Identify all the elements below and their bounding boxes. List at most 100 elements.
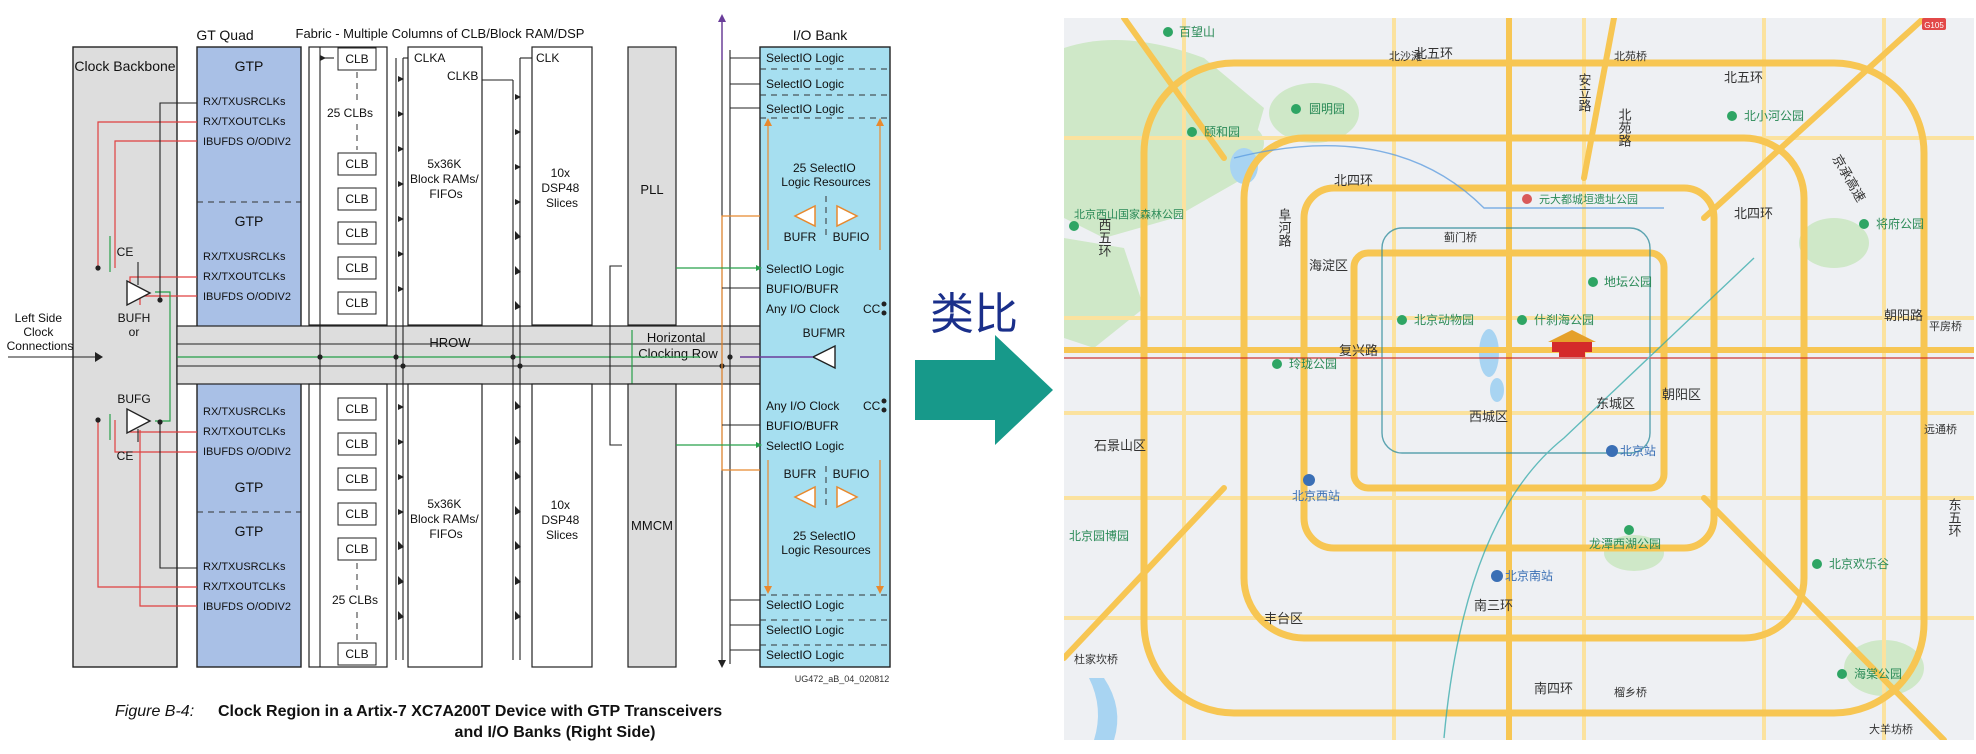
svg-text:圆明园: 圆明园 (1309, 102, 1345, 116)
svg-text:RX/TXUSRCLKs: RX/TXUSRCLKs (203, 96, 286, 108)
dsp-label-top: 10x DSP48 Slices (541, 166, 582, 210)
svg-text:北京园博园: 北京园博园 (1069, 528, 1129, 543)
svg-text:Any I/O Clock: Any I/O Clock (766, 302, 840, 316)
clock-backbone-text: Clock Backbone (74, 58, 175, 74)
svg-text:海棠公园: 海棠公园 (1854, 666, 1902, 681)
svg-text:IBUFDS O/ODIV2: IBUFDS O/ODIV2 (203, 601, 291, 613)
svg-text:北京欢乐谷: 北京欢乐谷 (1829, 556, 1889, 571)
dsp-block-bottom (531, 383, 593, 668)
clock-region-diagram: GT Quad Fabric - Multiple Columns of CLB… (7, 14, 891, 741)
pll-label: PLL (640, 182, 663, 197)
gtp-label-4: GTP (235, 523, 264, 539)
svg-text:CLB: CLB (345, 507, 368, 521)
svg-text:北京西山国家森林公园: 北京西山国家森林公园 (1074, 207, 1184, 221)
svg-text:复兴路: 复兴路 (1339, 343, 1378, 358)
bufr-triangle-top (793, 204, 816, 228)
clkb-label: CLKB (447, 69, 478, 83)
svg-text:西城区: 西城区 (1469, 409, 1508, 424)
svg-text:东五环: 东五环 (1947, 498, 1962, 537)
tiananmen-icon (1548, 330, 1596, 357)
gtp-label-2: GTP (235, 213, 264, 229)
bufmr-label: BUFMR (803, 326, 846, 340)
svg-text:玲珑公园: 玲珑公园 (1289, 357, 1337, 371)
svg-text:元大都城垣遗址公园: 元大都城垣遗址公园 (1539, 192, 1638, 206)
svg-text:RX/TXUSRCLKs: RX/TXUSRCLKs (203, 406, 286, 418)
figure-caption-line2: and I/O Banks (Right Side) (455, 724, 656, 741)
svg-text:SelectIO Logic: SelectIO Logic (766, 623, 844, 637)
svg-text:北京南站: 北京南站 (1505, 568, 1553, 583)
svg-text:北京动物园: 北京动物园 (1414, 313, 1474, 327)
svg-text:SelectIO Logic: SelectIO Logic (766, 648, 844, 662)
ce-label-top: CE (117, 245, 134, 259)
beijing-map: G105 北五环 北五环 北四环 北四环 西五环 南四环 南三环 复兴路 朝阳路… (1064, 18, 1974, 740)
svg-text:北五环: 北五环 (1724, 70, 1763, 85)
bufio-triangle-bottom (836, 485, 859, 509)
svg-text:地坛公园: 地坛公园 (1604, 275, 1652, 289)
svg-text:SelectIO Logic: SelectIO Logic (766, 51, 844, 65)
svg-text:将府公园: 将府公园 (1876, 216, 1924, 231)
svg-text:石景山区: 石景山区 (1094, 438, 1146, 453)
highway-badge: G105 (1924, 21, 1944, 30)
gt-clock-routing (97, 102, 197, 607)
svg-text:丰台区: 丰台区 (1264, 611, 1303, 626)
svg-text:大羊坊桥: 大羊坊桥 (1869, 722, 1913, 736)
bram-block-bottom (407, 383, 483, 668)
svg-text:安立路: 安立路 (1577, 73, 1592, 112)
svg-text:西五环: 西五环 (1097, 218, 1112, 257)
svg-text:CC: CC (863, 399, 881, 413)
svg-text:南四环: 南四环 (1534, 681, 1573, 696)
clb-column (308, 46, 388, 668)
svg-text:25 CLBs: 25 CLBs (327, 106, 373, 120)
svg-text:RX/TXOUTCLKs: RX/TXOUTCLKs (203, 426, 286, 438)
svg-text:SelectIO Logic: SelectIO Logic (766, 102, 844, 116)
svg-text:平房桥: 平房桥 (1929, 320, 1962, 333)
dsp-block-top (531, 46, 593, 326)
gt-quad-header: GT Quad (196, 27, 253, 43)
svg-text:BUFIO/BUFR: BUFIO/BUFR (766, 419, 839, 433)
selectio-25-bottom: 25 SelectIO Logic Resources (781, 529, 870, 557)
bufio-triangle-top (836, 204, 859, 228)
bufio-label-top: BUFIO (833, 230, 870, 244)
dsp-label-bottom: 10x DSP48 Slices (541, 498, 582, 542)
svg-text:北苑路: 北苑路 (1617, 108, 1632, 147)
svg-text:北京西站: 北京西站 (1292, 489, 1340, 503)
figure-caption-label: Figure B-4: (115, 703, 194, 720)
map-station-labels: 北京西站 北京站 北京南站 (1292, 444, 1656, 583)
mmcm-label: MMCM (631, 518, 673, 533)
bufh-buffer (126, 279, 152, 307)
selectio-25-top: 25 SelectIO Logic Resources (781, 161, 870, 189)
svg-text:颐和园: 颐和园 (1204, 125, 1240, 139)
svg-text:Any I/O Clock: Any I/O Clock (766, 399, 840, 413)
bram-label-top: 5x36K Block RAMs/ FIFOs (410, 157, 482, 201)
svg-text:BUFIO/BUFR: BUFIO/BUFR (766, 282, 839, 296)
svg-text:北苑桥: 北苑桥 (1614, 50, 1647, 63)
svg-text:SelectIO Logic: SelectIO Logic (766, 262, 844, 276)
svg-text:CLB: CLB (345, 261, 368, 275)
map-park-labels: 百望山 圆明园 颐和园 北京西山国家森林公园 元大都城垣遗址公园 地坛公园 北京… (1069, 25, 1924, 681)
svg-text:东城区: 东城区 (1596, 396, 1635, 411)
svg-text:SelectIO Logic: SelectIO Logic (766, 439, 844, 453)
bufh-label: BUFH (118, 311, 151, 325)
svg-text:朝阳区: 朝阳区 (1662, 387, 1701, 402)
svg-text:CLB: CLB (345, 542, 368, 556)
left-side-label: Left Side Clock Connections (7, 311, 74, 353)
svg-text:CLB: CLB (345, 437, 368, 451)
bufio-label-bottom: BUFIO (833, 467, 870, 481)
gtp-label-1: GTP (235, 58, 264, 74)
svg-text:龙潭西湖公园: 龙潭西湖公园 (1589, 536, 1661, 551)
clb-cells: CLB 25 CLBs CLB CLB CLB CLB CLB CLB CLB … (327, 47, 378, 666)
svg-text:远通桥: 远通桥 (1924, 423, 1957, 436)
bufmr-buffer (811, 344, 836, 370)
ce-label-bottom: CE (117, 449, 134, 463)
clka-label: CLKA (414, 51, 445, 65)
svg-text:什刹海公园: 什刹海公园 (1534, 312, 1594, 327)
fabric-header: Fabric - Multiple Columns of CLB/Block R… (296, 26, 585, 41)
mmcm-block (627, 383, 677, 668)
svg-text:RX/TXOUTCLKs: RX/TXOUTCLKs (203, 116, 286, 128)
svg-text:北五环: 北五环 (1414, 46, 1453, 61)
svg-text:百望山: 百望山 (1179, 25, 1215, 39)
analogy-label: 类比 (930, 289, 1018, 340)
svg-text:IBUFDS O/ODIV2: IBUFDS O/ODIV2 (203, 446, 291, 458)
bufr-label-bottom: BUFR (784, 467, 817, 481)
horizontal-clocking-row-label: Horizontal Clocking Row (638, 330, 718, 361)
